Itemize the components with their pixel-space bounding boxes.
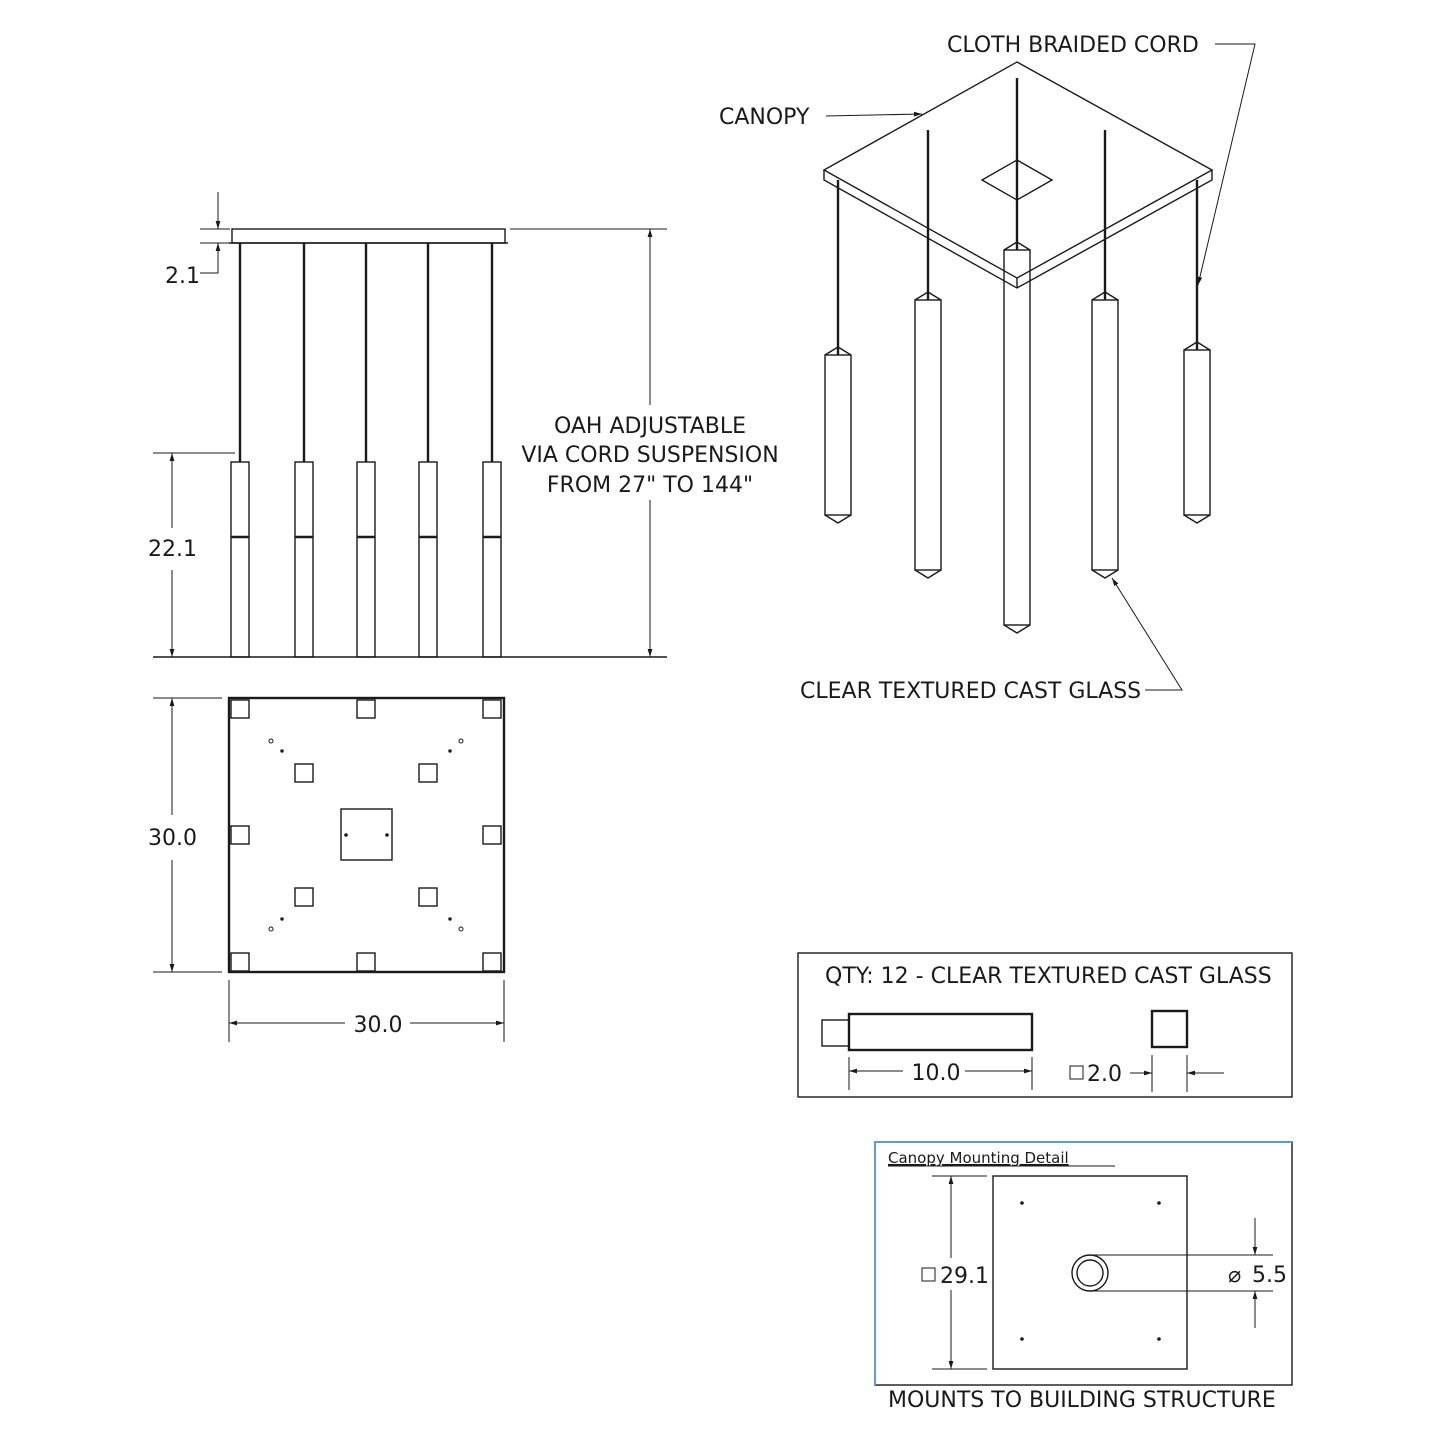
oah-note-line-2: VIA CORD SUSPENSION bbox=[521, 443, 778, 468]
isometric-view: CLOTH BRAIDED CORD CANOPY CLEAR TEXTURED… bbox=[719, 33, 1256, 704]
hole-diameter-symbol: ⌀ bbox=[1228, 1263, 1241, 1288]
iso-pendant-top bbox=[914, 291, 942, 301]
callout-glass: CLEAR TEXTURED CAST GLASS bbox=[800, 679, 1141, 704]
pendant-port bbox=[230, 699, 250, 719]
canopy-detail: Canopy Mounting Detail ⌀ 5.5 29.1 MOUNTS… bbox=[874, 1141, 1293, 1413]
pendant-glass bbox=[482, 461, 502, 658]
oah-note-line-1: OAH ADJUSTABLE bbox=[554, 414, 746, 439]
pendant-port bbox=[356, 952, 376, 972]
pendant-port bbox=[230, 825, 250, 845]
canopy-side bbox=[231, 228, 506, 244]
top-depth-label: 30.0 bbox=[148, 826, 197, 851]
pendant-port bbox=[418, 763, 438, 783]
pendant-port bbox=[482, 952, 502, 972]
pendant-glass bbox=[294, 461, 314, 658]
iso-pendant-top bbox=[824, 346, 852, 356]
cords bbox=[230, 243, 502, 658]
canopy-square-label: 29.1 bbox=[940, 1264, 989, 1289]
center-plate bbox=[340, 808, 393, 861]
iso-pendant bbox=[1091, 299, 1119, 571]
callout-canopy: CANOPY bbox=[719, 105, 810, 130]
pendant-port bbox=[294, 887, 314, 907]
canopy-height-label: 2.1 bbox=[165, 264, 200, 289]
canopy-top bbox=[227, 696, 506, 974]
canopy-detail-note: MOUNTS TO BUILDING STRUCTURE bbox=[888, 1388, 1276, 1413]
pendant-port bbox=[294, 763, 314, 783]
mounting-plate bbox=[992, 1175, 1188, 1370]
canopy-detail-title: Canopy Mounting Detail bbox=[888, 1149, 1069, 1167]
top-view: 30.0 30.0 bbox=[148, 696, 506, 1042]
pendant-length-label: 22.1 bbox=[148, 537, 197, 562]
iso-pendant bbox=[914, 299, 942, 571]
oah-note-line-3: FROM 27" TO 144" bbox=[547, 473, 753, 498]
iso-pendants bbox=[824, 78, 1211, 634]
iso-pendant bbox=[1003, 249, 1031, 626]
iso-pendant-top bbox=[1091, 291, 1119, 301]
pendant-port bbox=[230, 952, 250, 972]
iso-pendant-bottom bbox=[1183, 514, 1211, 524]
pendant-ports bbox=[230, 699, 502, 972]
glass-end bbox=[1150, 1009, 1189, 1049]
glass-detail-title: QTY: 12 - CLEAR TEXTURED CAST GLASS bbox=[825, 964, 1272, 989]
glass-square-label: 2.0 bbox=[1087, 1062, 1122, 1087]
pendant-glass bbox=[356, 461, 376, 658]
glass-detail: QTY: 12 - CLEAR TEXTURED CAST GLASS 10.0… bbox=[797, 952, 1293, 1098]
iso-pendant-bottom bbox=[824, 514, 852, 524]
iso-pendant-bottom bbox=[1003, 624, 1031, 634]
iso-pendant bbox=[1183, 349, 1211, 516]
hole-diameter-label: 5.5 bbox=[1252, 1263, 1287, 1288]
iso-pendant-top bbox=[1003, 241, 1031, 251]
glass-detail-frame bbox=[797, 952, 1293, 1098]
iso-pendant-top bbox=[1183, 341, 1211, 351]
glass-side bbox=[847, 1012, 1034, 1052]
iso-pendant bbox=[824, 354, 852, 516]
pendant-port bbox=[482, 825, 502, 845]
side-view: 2.1 22.1 OAH ADJUSTABLE VIA CORD SUSPENS… bbox=[148, 192, 779, 658]
pendant-port bbox=[418, 887, 438, 907]
top-width-label: 30.0 bbox=[354, 1013, 403, 1038]
iso-pendant-bottom bbox=[914, 569, 942, 579]
mounting-hole bbox=[1071, 1254, 1109, 1292]
callout-cord: CLOTH BRAIDED CORD bbox=[947, 33, 1199, 58]
pendant-glass bbox=[230, 461, 250, 658]
pendant-port bbox=[482, 699, 502, 719]
glass-length-label: 10.0 bbox=[912, 1061, 961, 1086]
pendant-glass bbox=[418, 461, 438, 658]
iso-pendant-bottom bbox=[1091, 569, 1119, 579]
pendant-port bbox=[356, 699, 376, 719]
